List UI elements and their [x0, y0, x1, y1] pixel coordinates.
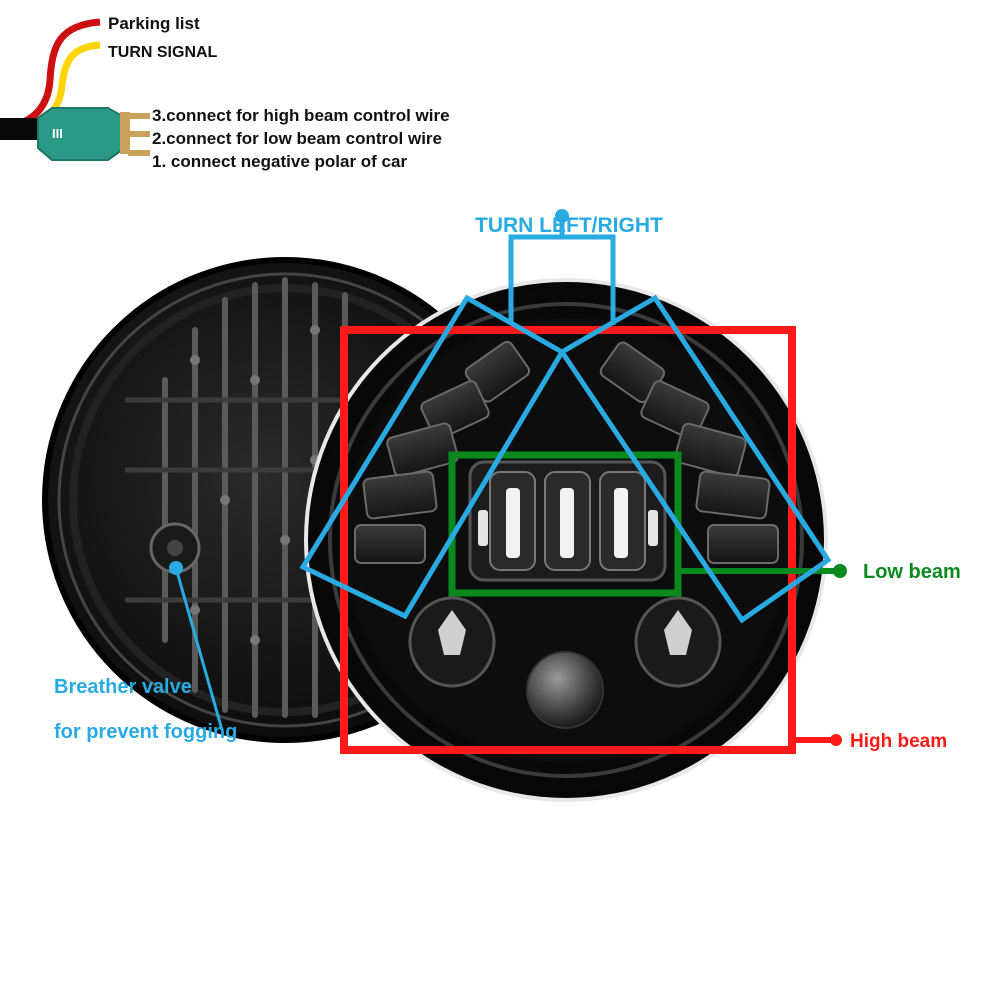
breather-label-line1: Breather valve	[54, 676, 192, 698]
pin-2	[128, 131, 150, 137]
plug-marking: III	[52, 126, 63, 141]
drl-segments-right	[599, 341, 779, 564]
high-beam-box	[340, 326, 796, 754]
low-beam-label: Low beam	[863, 561, 961, 583]
turn-zone-right	[558, 294, 832, 624]
low-beam-dot	[833, 564, 847, 578]
turn-dot	[555, 209, 569, 223]
parking-list-label: Parking list	[108, 14, 200, 33]
breather-leader	[174, 567, 224, 731]
headlight-front	[304, 278, 828, 802]
high-beam-label: High beam	[850, 731, 947, 752]
pin1-label: 1. connect negative polar of car	[152, 152, 407, 171]
plug-collar	[120, 112, 130, 154]
pin3-label: 3.connect for high beam control wire	[152, 106, 450, 125]
black-wire	[0, 118, 45, 140]
pin2-label: 2.connect for low beam control wire	[152, 129, 442, 148]
pin-1	[128, 150, 150, 156]
turn-signal-label: TURN SIGNAL	[108, 44, 218, 61]
high-beam-reflectors	[408, 596, 722, 729]
low-beam-projector	[468, 460, 667, 582]
breather-label-line2: for prevent fogging	[54, 721, 237, 743]
turn-zone-left	[299, 294, 566, 620]
turn-left-right-label: TURN LEFT/RIGHT	[475, 214, 663, 237]
high-beam-dot	[830, 734, 842, 746]
turn-signal-zones	[299, 218, 832, 624]
plug-body	[37, 107, 123, 161]
pin-3	[128, 113, 150, 119]
wiring-harness: III	[0, 18, 150, 161]
drl-segments-left	[354, 340, 531, 564]
